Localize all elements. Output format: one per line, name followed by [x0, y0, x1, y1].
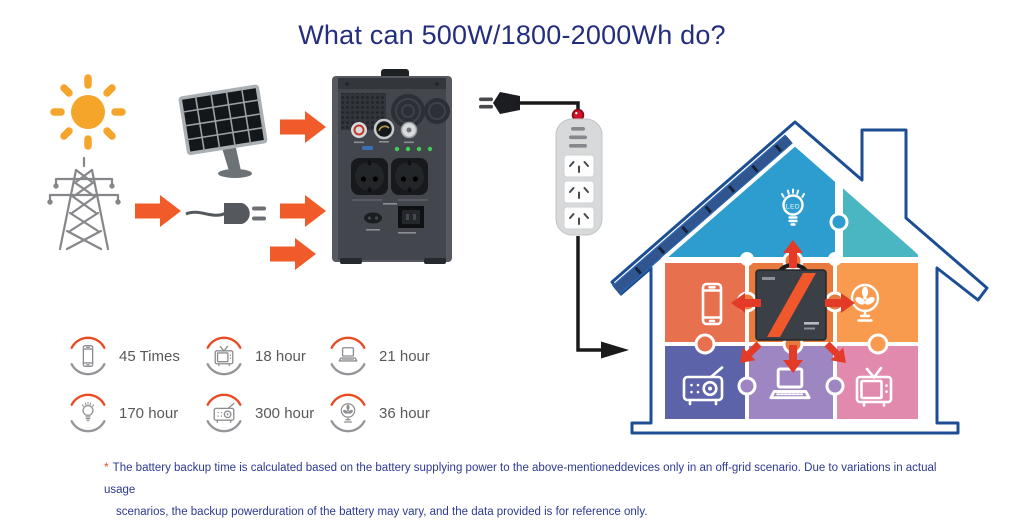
- piece-tv: [833, 342, 922, 423]
- strip-usb-slots: [569, 127, 587, 148]
- flow-arrow: [280, 195, 326, 227]
- stat-label: 300 hour: [255, 404, 315, 422]
- power-strip: [555, 108, 603, 236]
- stat-item-phone: 45 Times: [66, 334, 202, 378]
- power-station-front: [755, 263, 827, 341]
- stat-label: 45 Times: [119, 347, 180, 365]
- fan-grille: [391, 94, 450, 128]
- fan-icon: [330, 393, 366, 433]
- runtime-stats: 45 Times 18 hour 21 hour 170: [66, 334, 456, 435]
- laptop-icon: [330, 336, 366, 376]
- power-distribution-arrows: [731, 240, 855, 373]
- asterisk-marker: *: [104, 460, 109, 474]
- disclaimer-note: *The battery backup time is calculated b…: [104, 456, 949, 523]
- output-power-wire: [576, 236, 601, 352]
- stat-label: 36 hour: [379, 404, 430, 422]
- stat-item-radio: 300 hour: [202, 391, 326, 435]
- led-bulb-icon: [70, 393, 106, 433]
- strip-outlets: [563, 154, 595, 230]
- battery-level-leds: [394, 146, 433, 152]
- stat-item-tv: 18 hour: [202, 334, 326, 378]
- solar-panel-icon: [178, 84, 268, 178]
- ac-outlets: [351, 158, 428, 205]
- input-power-wire: [516, 101, 580, 110]
- flow-arrow: [280, 111, 326, 143]
- stat-item-fan: 36 hour: [326, 391, 456, 435]
- stat-label: 170 hour: [119, 404, 179, 422]
- output-arrow: [601, 341, 629, 359]
- disclaimer-line-2: scenarios, the backup powerduration of t…: [116, 506, 648, 518]
- stat-label: 21 hour: [379, 347, 430, 365]
- flow-arrow: [135, 195, 181, 227]
- control-knobs: [351, 118, 418, 144]
- usb-indicator: [362, 146, 373, 150]
- dc-output-port: [364, 212, 382, 231]
- power-cable-icon: [185, 203, 266, 224]
- wall-plug-icon: [479, 92, 520, 114]
- disclaimer-line-1: *The battery backup time is calculated b…: [104, 460, 937, 496]
- ac-input-port: [398, 206, 424, 234]
- stat-item-led-bulb: 170 hour: [66, 391, 202, 435]
- stat-label: 18 hour: [255, 347, 306, 365]
- page-title: What can 500W/1800-2000Wh do?: [298, 20, 726, 50]
- power-station-device: [332, 69, 452, 264]
- tv-icon: [206, 336, 242, 376]
- stat-item-laptop: 21 hour: [326, 334, 456, 378]
- led-bulb-icon: LED: [780, 188, 806, 226]
- roof-solar-panel: [612, 134, 793, 295]
- house: LED: [610, 120, 989, 435]
- phone-icon: [70, 336, 106, 376]
- flow-arrow: [270, 238, 316, 270]
- piece-led-right: [839, 182, 922, 261]
- radio-icon: [206, 393, 242, 433]
- piece-radio: [661, 342, 749, 423]
- svg-text:LED: LED: [786, 204, 800, 211]
- sun-icon: [50, 74, 126, 150]
- power-tower-icon: [47, 156, 121, 251]
